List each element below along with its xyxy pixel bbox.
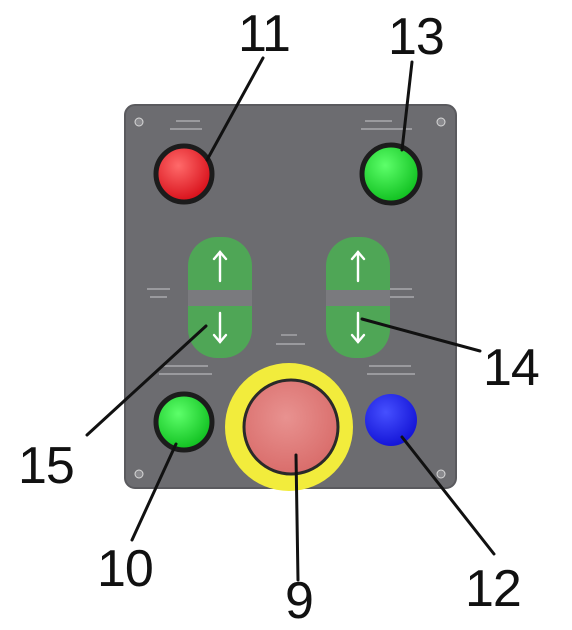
left-rocker-switch[interactable] [188,237,252,358]
green-button-bottom-left[interactable] [153,391,215,453]
callout-13: 13 [388,8,445,66]
leader-line-10 [130,442,178,542]
callout-15: 15 [18,437,75,495]
arrow-up-icon [212,250,228,283]
callout-9: 9 [285,572,314,630]
red-indicator-button[interactable] [153,143,215,205]
right-rocker-switch[interactable] [326,237,390,358]
emergency-stop-button[interactable] [225,363,353,491]
leader-lines [85,56,496,582]
callout-11: 11 [238,5,291,63]
green-button-top-right[interactable] [359,142,423,206]
blue-button[interactable] [365,394,417,446]
corner-screws [134,117,446,479]
screw-bottom-left-icon [134,469,144,479]
callout-14: 14 [483,339,540,397]
callout-10: 10 [97,540,154,598]
arrow-up-icon [350,250,366,283]
leader-line-9 [294,453,300,582]
panel-printed-labels [147,120,415,375]
emergency-stop-cap [242,378,340,476]
left-rocker-divider [188,290,252,306]
leader-line-12 [400,435,496,556]
leader-line-13 [400,60,414,152]
leader-line-11 [205,56,265,162]
right-rocker-divider [326,290,390,306]
callout-12: 12 [465,560,522,618]
screw-bottom-right-icon [436,469,446,479]
arrow-down-icon [212,311,228,344]
screw-top-right-icon [436,117,446,127]
arrow-down-icon [350,311,366,344]
leader-line-15 [85,324,208,437]
screw-top-left-icon [134,117,144,127]
leader-line-14 [360,317,482,353]
